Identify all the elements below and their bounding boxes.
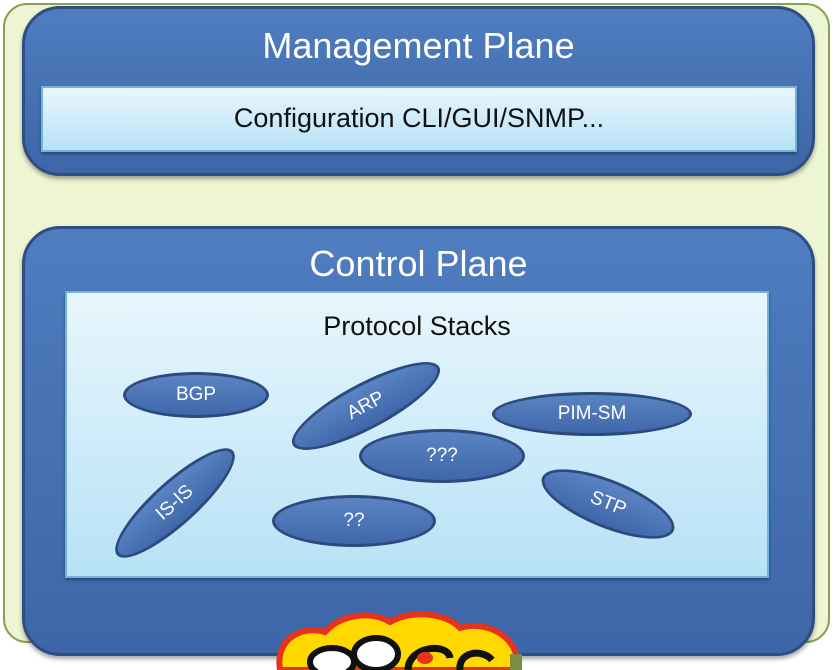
management-plane-title: Management Plane	[262, 25, 575, 66]
protocol-stp: STP	[533, 455, 683, 553]
protocol-is-is: IS-IS	[102, 434, 248, 572]
protocol-unknown-3: ???	[359, 429, 525, 483]
control-plane-title: Control Plane	[309, 243, 528, 284]
configuration-box: Configuration CLI/GUI/SNMP...	[41, 86, 797, 152]
protocol-stacks-box: Protocol Stacks BGP ARP PIM-SM ??? IS-IS…	[65, 291, 769, 578]
configuration-label: Configuration CLI/GUI/SNMP...	[233, 103, 605, 133]
control-plane: Control Plane Protocol Stacks BGP ARP PI…	[22, 226, 815, 656]
protocol-stacks-label: Protocol Stacks	[323, 311, 511, 341]
protocol-unknown-2: ??	[272, 495, 436, 547]
protocol-bgp: BGP	[123, 372, 269, 418]
protocol-pim-sm: PIM-SM	[492, 392, 692, 436]
management-plane: Management Plane Configuration CLI/GUI/S…	[22, 6, 815, 176]
mascot-sticker-graphic	[276, 611, 522, 670]
